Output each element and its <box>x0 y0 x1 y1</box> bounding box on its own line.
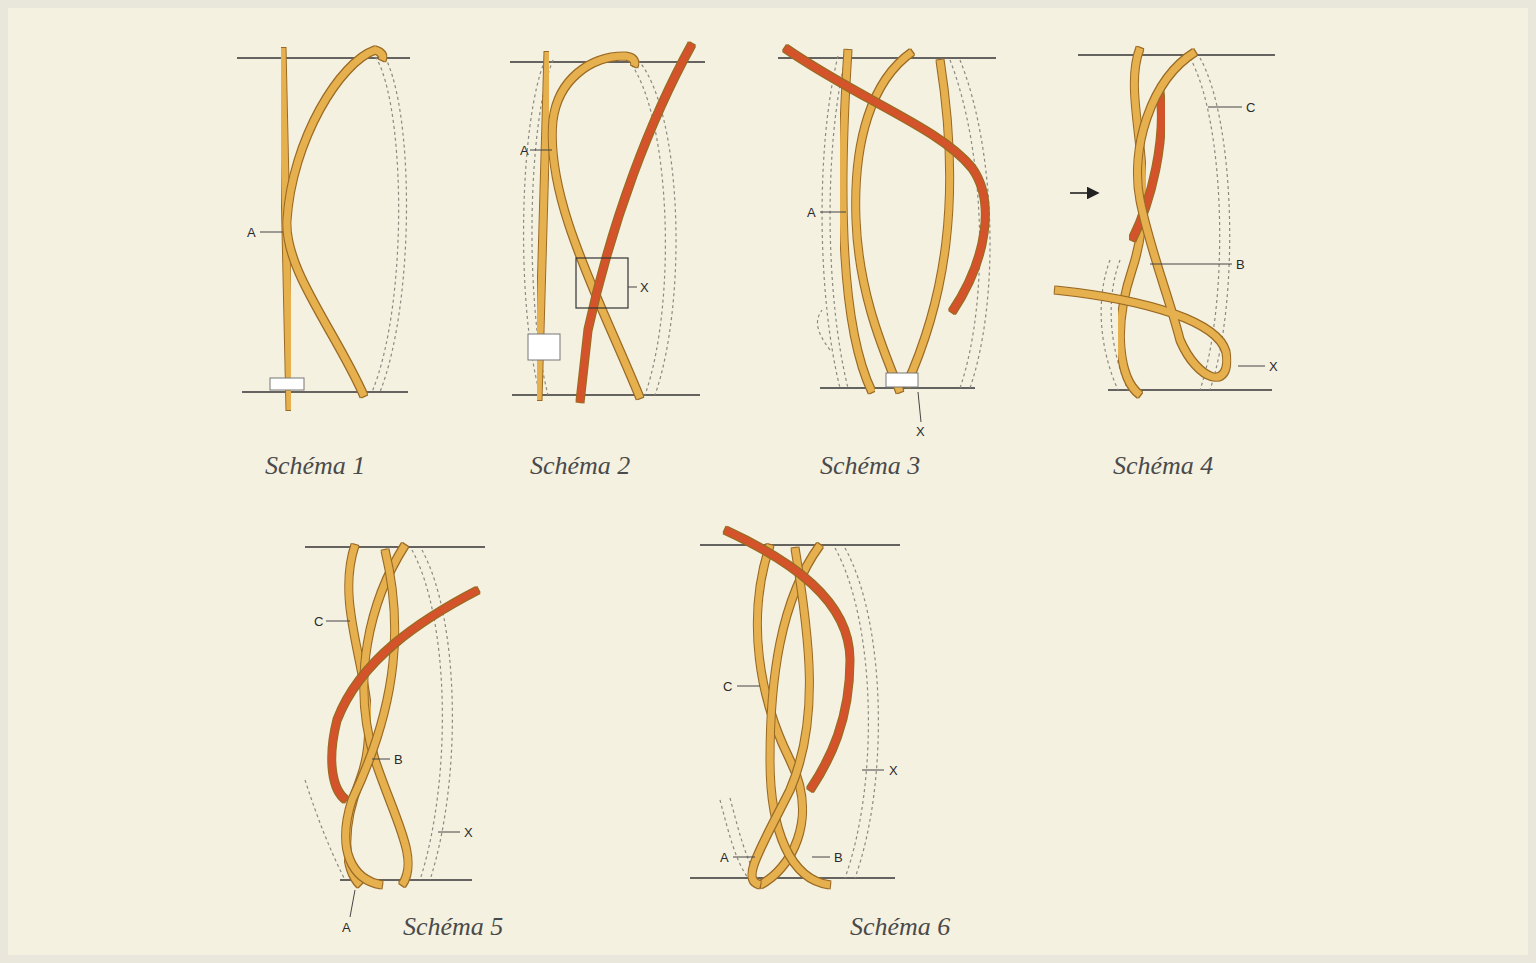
figure-caption: Schéma 6 <box>850 913 950 942</box>
callout-letter: A <box>246 225 257 240</box>
leader-line <box>438 832 460 833</box>
hidden-strand <box>835 548 868 878</box>
leader-line <box>1150 264 1232 265</box>
hidden-strand <box>817 310 830 350</box>
cane-strand <box>346 550 395 885</box>
hidden-strand <box>845 548 878 878</box>
hidden-strand <box>422 550 452 880</box>
callout-letter: C <box>1245 100 1256 115</box>
chair-rail <box>690 877 895 878</box>
leader-line <box>918 392 921 422</box>
callout-letter: B <box>833 850 844 865</box>
callout-letter: X <box>888 763 899 778</box>
leader-line <box>350 890 355 917</box>
chair-rail <box>700 544 900 545</box>
callout-letter: B <box>1235 257 1246 272</box>
figure-caption: Schéma 1 <box>265 452 365 481</box>
callout-letter: A <box>806 205 817 220</box>
chair-rail <box>510 61 705 62</box>
callout-letter: B <box>393 752 404 767</box>
leader-line <box>628 287 637 288</box>
hidden-strand <box>950 60 980 388</box>
svg-rect <box>886 373 918 387</box>
figure-caption: Schéma 4 <box>1113 452 1213 481</box>
svg-g <box>1055 48 1275 395</box>
red-cane-strand <box>725 530 850 790</box>
leader-line <box>820 212 846 213</box>
callout-letter: A <box>719 850 730 865</box>
cane-strand <box>287 50 383 396</box>
leader-line <box>812 857 830 858</box>
hidden-strand <box>380 52 407 392</box>
background-panel <box>8 8 1528 955</box>
hidden-strand <box>412 550 442 880</box>
red-cane-strand <box>580 44 692 402</box>
callout-letter: C <box>313 614 324 629</box>
leader-line <box>326 621 350 622</box>
hidden-strand <box>372 52 399 392</box>
chair-rail <box>305 546 485 547</box>
chair-rail <box>1078 54 1275 55</box>
callout-letter: X <box>463 825 474 840</box>
svg-g <box>778 48 996 422</box>
leader-line <box>260 232 283 233</box>
cane-strand <box>906 60 950 386</box>
svg-g <box>510 44 705 402</box>
leader-line <box>737 686 760 687</box>
figure-caption: Schéma 2 <box>530 452 630 481</box>
leader-line <box>733 857 755 858</box>
callout-letter: A <box>519 143 530 158</box>
chair-rail <box>778 57 996 58</box>
callout-letter: A <box>341 920 352 935</box>
svg-g <box>237 48 410 410</box>
hidden-strand <box>1200 58 1230 390</box>
svg-rect <box>528 334 560 360</box>
chair-rail <box>242 391 408 392</box>
red-cane-strand <box>332 590 478 800</box>
callout-letter: C <box>722 679 733 694</box>
cane-strand <box>1055 52 1227 377</box>
leader-line <box>530 150 552 151</box>
red-cane-strand <box>785 48 985 312</box>
leader-line <box>1208 107 1242 108</box>
callout-letter: X <box>1268 359 1279 374</box>
svg-rect <box>270 378 304 390</box>
figure-caption: Schéma 5 <box>403 913 503 942</box>
svg-rect <box>576 258 628 308</box>
hidden-strand <box>1101 260 1118 390</box>
callout-letter: X <box>639 280 650 295</box>
leader-line <box>1238 366 1265 367</box>
cane-strand <box>552 56 640 398</box>
callout-letter: X <box>915 424 926 439</box>
figure-caption: Schéma 3 <box>820 452 920 481</box>
leader-line <box>862 770 884 771</box>
svg-g <box>690 530 900 885</box>
svg-g <box>305 545 485 917</box>
leader-line <box>372 759 390 760</box>
svg-line <box>1070 192 1098 194</box>
cane-strand <box>752 548 809 885</box>
